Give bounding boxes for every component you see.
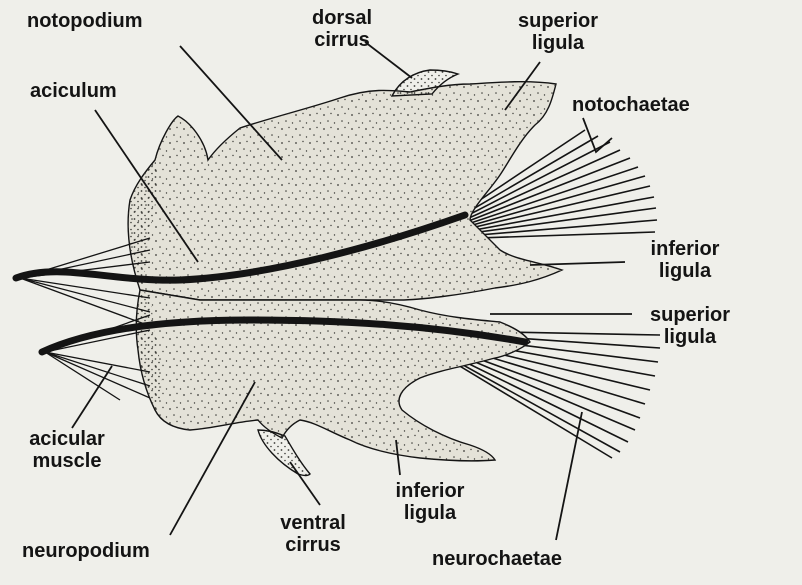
label-inferior-ligula-right: inferior ligula (630, 238, 740, 282)
label-neurochaetae: neurochaetae (432, 548, 562, 570)
label-notochaetae: notochaetae (572, 94, 690, 116)
label-neuropodium: neuropodium (22, 540, 150, 562)
label-inferior-ligula-bottom: inferior ligula (375, 480, 485, 524)
label-notopodium: notopodium (27, 10, 143, 32)
label-acicular-muscle: acicular muscle (12, 428, 122, 472)
acicular-muscle-fibers (20, 238, 150, 400)
label-superior-ligula-top: superior ligula (498, 10, 618, 54)
ventral-cirrus-shape (258, 430, 310, 476)
label-aciculum: aciculum (30, 80, 117, 102)
label-ventral-cirrus: ventral cirrus (258, 512, 368, 556)
label-dorsal-cirrus: dorsal cirrus (287, 7, 397, 51)
label-superior-ligula-right: superior ligula (630, 304, 750, 348)
